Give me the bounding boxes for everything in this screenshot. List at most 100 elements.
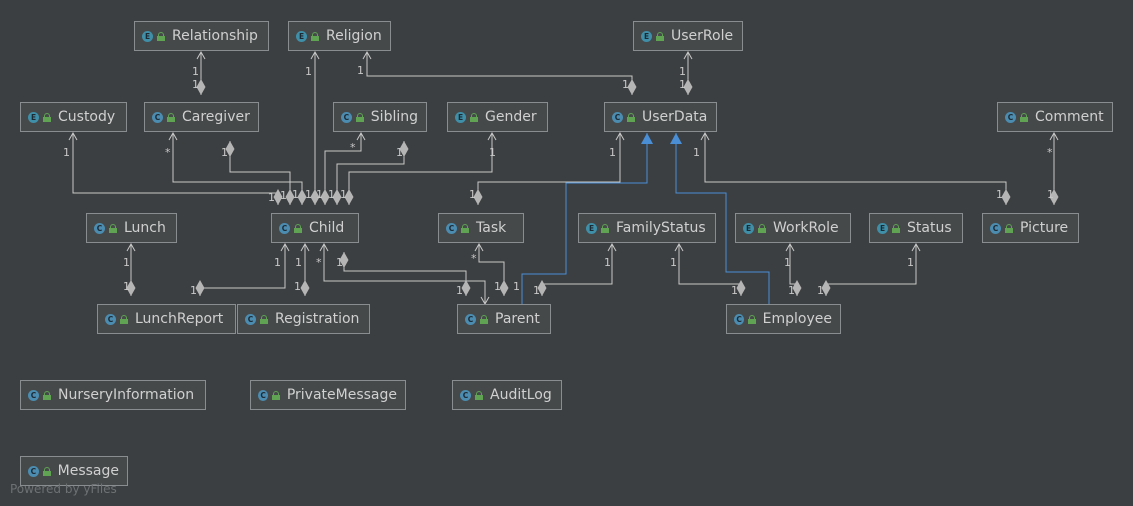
lock-icon <box>601 223 609 233</box>
arrow-head <box>300 242 310 252</box>
edge-status-employee[interactable] <box>825 244 917 296</box>
node-label: Registration <box>275 311 360 327</box>
class-icon: C <box>245 313 256 325</box>
lock-icon <box>627 112 635 122</box>
multiplicity-label: 1 <box>907 256 914 269</box>
node-label: Status <box>907 220 952 236</box>
node-label: Child <box>309 220 345 236</box>
multiplicity-label: 1 <box>274 256 281 269</box>
composition-diamond <box>821 280 831 296</box>
lock-icon <box>758 223 766 233</box>
enum-icon: E <box>586 222 597 234</box>
multiplicity-label: 1 <box>292 188 299 201</box>
lock-icon <box>157 31 165 41</box>
edge-gender-child[interactable] <box>348 133 493 205</box>
multiplicity-label: 1 <box>63 146 70 159</box>
class-icon: C <box>28 465 39 477</box>
node-label: PrivateMessage <box>286 387 397 403</box>
multiplicity-label: 1 <box>456 284 463 297</box>
edge-sibling-child[interactable] <box>324 133 362 205</box>
edge-familystatus-parent[interactable] <box>541 244 613 296</box>
multiplicity-label: 1 <box>469 188 476 201</box>
multiplicity-label: 1 <box>996 188 1003 201</box>
edge-parent-child[interactable] <box>343 252 467 296</box>
node-label: Gender <box>485 109 537 125</box>
node-registration[interactable]: C Registration <box>237 304 370 334</box>
multiplicity-label: 1 <box>295 256 302 269</box>
composition-diamond <box>1049 189 1059 205</box>
edge-userdata-picture[interactable] <box>704 133 1007 205</box>
edge-child-lunchreport[interactable] <box>199 244 286 296</box>
node-label: LunchReport <box>135 311 224 327</box>
lock-icon <box>470 112 478 122</box>
edge-custody-child[interactable] <box>72 133 279 205</box>
enum-icon: E <box>142 30 153 42</box>
multiplicity-label: 1 <box>533 284 540 297</box>
node-label: UserData <box>642 109 708 125</box>
enum-icon: E <box>743 222 754 234</box>
edge-task-parent[interactable] <box>478 244 505 296</box>
composition-diamond <box>195 280 205 296</box>
composition-diamond <box>683 79 693 95</box>
multiplicity-label: 1 <box>513 280 520 293</box>
edge-employee-userdata[interactable] <box>675 133 770 304</box>
enum-icon: E <box>455 111 466 123</box>
multiplicity-label: 1 <box>305 65 312 78</box>
arrow-head <box>615 131 625 141</box>
lock-icon <box>480 314 488 324</box>
composition-diamond <box>399 141 409 157</box>
arrow-head <box>683 50 693 60</box>
node-label: UserRole <box>671 28 734 44</box>
multiplicity-label: 1 <box>280 189 287 202</box>
multiplicity-label: * <box>350 141 356 154</box>
edge-parent-userdata[interactable] <box>521 133 648 304</box>
lock-icon <box>1020 112 1028 122</box>
node-workrole[interactable]: E WorkRole <box>735 213 851 243</box>
arrow-head <box>607 242 617 252</box>
node-label: WorkRole <box>773 220 839 236</box>
lock-icon <box>294 223 302 233</box>
arrow-head <box>280 242 290 252</box>
multiplicity-label: 1 <box>670 256 677 269</box>
lock-icon <box>475 390 483 400</box>
class-icon: C <box>341 111 352 123</box>
class-icon: C <box>94 222 105 234</box>
node-gender[interactable]: E Gender <box>447 102 548 132</box>
edge-religion-userdata[interactable] <box>366 52 633 95</box>
class-icon: C <box>446 222 457 234</box>
arrow-head <box>785 242 795 252</box>
node-label: Comment <box>1035 109 1104 125</box>
multiplicity-label: 1 <box>221 146 228 159</box>
multiplicity-label: 1 <box>294 280 301 293</box>
node-label: Religion <box>326 28 382 44</box>
arrow-head <box>362 50 372 60</box>
multiplicity-label: 1 <box>679 65 686 78</box>
edge-userdata-task[interactable] <box>477 133 621 205</box>
lock-icon <box>656 31 664 41</box>
lock-icon <box>260 314 268 324</box>
edge-child-parent[interactable] <box>323 244 486 304</box>
lock-icon <box>892 223 900 233</box>
